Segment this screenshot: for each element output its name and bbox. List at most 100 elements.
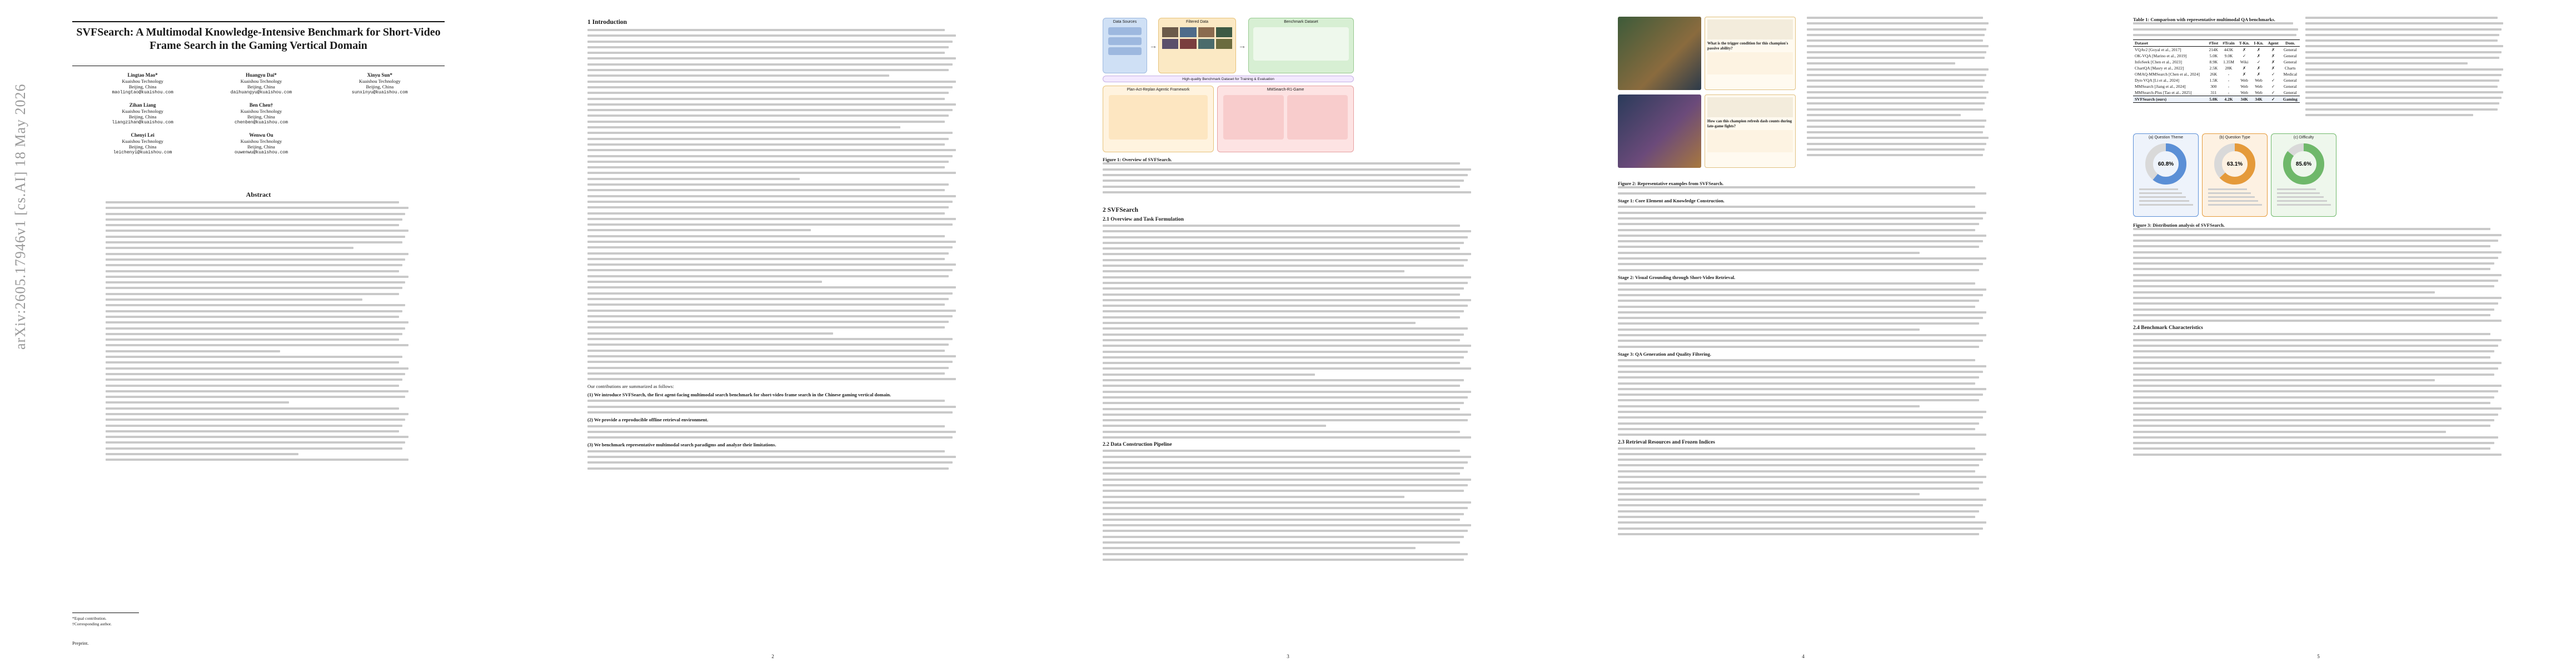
legend-line <box>2208 200 2259 202</box>
text-line <box>1103 225 1461 227</box>
text-line <box>587 315 953 317</box>
arrow-icon: → <box>1238 42 1246 51</box>
text-line <box>1807 125 1985 128</box>
text-line <box>1618 411 1987 414</box>
text-line <box>587 223 953 226</box>
donut-chart: 60.8% <box>2145 143 2186 185</box>
text-line <box>1618 305 1976 308</box>
table-cell: MMSearch [Jiang et al., 2024] <box>2135 84 2186 89</box>
donut-percent: 60.8% <box>2158 161 2174 167</box>
contribution-2: (2) We provide a reproducible offline re… <box>587 417 709 423</box>
legend-line <box>2139 200 2190 202</box>
text-line <box>1103 547 1416 550</box>
text-line <box>587 372 945 375</box>
text-line <box>1618 311 1987 313</box>
text-line <box>2133 367 2498 370</box>
text-line <box>106 441 405 444</box>
table-cell: General <box>2283 47 2297 53</box>
text-line <box>2133 291 2435 293</box>
text-line <box>587 212 945 215</box>
text-line <box>1618 516 1976 519</box>
text-line <box>1807 85 1983 88</box>
title-rule-top <box>72 21 445 22</box>
text-line <box>587 344 949 346</box>
donut-slice <box>2214 143 2255 185</box>
text-line <box>106 218 402 221</box>
text-line <box>1103 298 1472 301</box>
text-line <box>1807 142 1987 145</box>
table-cell: 9.0K <box>2224 53 2233 59</box>
text-line <box>1103 316 1461 318</box>
text-line <box>1618 382 1976 385</box>
table-header-cell: T-Kn. <box>2236 39 2252 47</box>
table-cell: 5.0K <box>2206 96 2221 103</box>
text-line <box>587 200 953 203</box>
text-line <box>1103 558 1464 561</box>
text-line <box>1103 413 1472 416</box>
text-line <box>587 366 949 369</box>
filtered-data-box: Filtered Data <box>1158 18 1236 73</box>
text-line <box>106 292 399 295</box>
game-frame-image <box>1618 94 1701 168</box>
text-line <box>587 160 949 163</box>
legend-line <box>2139 192 2182 194</box>
text-line <box>587 338 953 341</box>
text-line <box>587 40 953 43</box>
section-2-column: 2 SVFSearch 2.1 Overview and Task Formul… <box>1103 207 1475 635</box>
text-line <box>106 207 408 210</box>
text-line <box>587 34 956 37</box>
text-line <box>1103 333 1464 336</box>
text-line <box>1103 390 1472 393</box>
text-line <box>587 183 949 186</box>
text-line <box>1618 223 1979 226</box>
text-line <box>1103 490 1464 492</box>
table-cell: General <box>2283 90 2297 96</box>
table-cell: - <box>2228 84 2230 89</box>
table-cell: MMSearch-Plus [Tao et al., 2025] <box>2135 90 2192 96</box>
qa-card: How can this champion refresh dash count… <box>1705 94 1796 168</box>
text-line <box>1103 276 1472 278</box>
page-1: arXiv:2605.17946v1 [cs.AI] 18 May 2026 S… <box>0 0 515 667</box>
table-cell: InfoSeek [Chen et al., 2023] <box>2135 59 2182 65</box>
text-line <box>2133 268 2491 271</box>
text-line <box>587 29 945 31</box>
text-line <box>106 384 399 387</box>
table-cell: Web <box>2255 90 2263 96</box>
text-line <box>1618 217 1983 220</box>
text-line <box>1103 310 1464 313</box>
text-line <box>587 297 949 300</box>
text-line <box>106 212 405 215</box>
text-line <box>587 240 956 243</box>
donut-percent: 85.6% <box>2296 161 2311 167</box>
text-line <box>2305 108 2498 111</box>
table-cell: 443K <box>2224 47 2234 53</box>
text-line <box>106 453 298 456</box>
page-3: Data Sources → Filtered Data → Benchmark… <box>1030 0 1546 667</box>
text-line <box>1103 281 1468 284</box>
text-line <box>106 361 399 364</box>
text-line <box>1807 17 1983 19</box>
section-2-4-column: Figure 3: Distribution analysis of SVFSe… <box>2133 222 2505 636</box>
qa-card: What is the trigger condition for this c… <box>1705 17 1796 90</box>
text-line <box>106 396 405 399</box>
text-line <box>106 275 408 278</box>
text-line <box>2133 430 2446 433</box>
text-line <box>587 461 953 464</box>
text-line <box>2305 73 2502 76</box>
text-line <box>1618 405 1920 407</box>
text-line <box>587 309 956 312</box>
table-cell: - <box>2228 90 2230 96</box>
text-line <box>2305 85 2498 88</box>
text-line <box>2305 62 2468 65</box>
text-line <box>2133 436 2498 439</box>
text-line <box>1103 450 1461 452</box>
text-line <box>2133 385 2502 387</box>
text-line <box>587 206 949 209</box>
text-line <box>106 321 408 324</box>
table-cell: 2.5K <box>2209 66 2218 71</box>
text-line <box>1618 434 1987 436</box>
text-line <box>2305 102 2500 105</box>
